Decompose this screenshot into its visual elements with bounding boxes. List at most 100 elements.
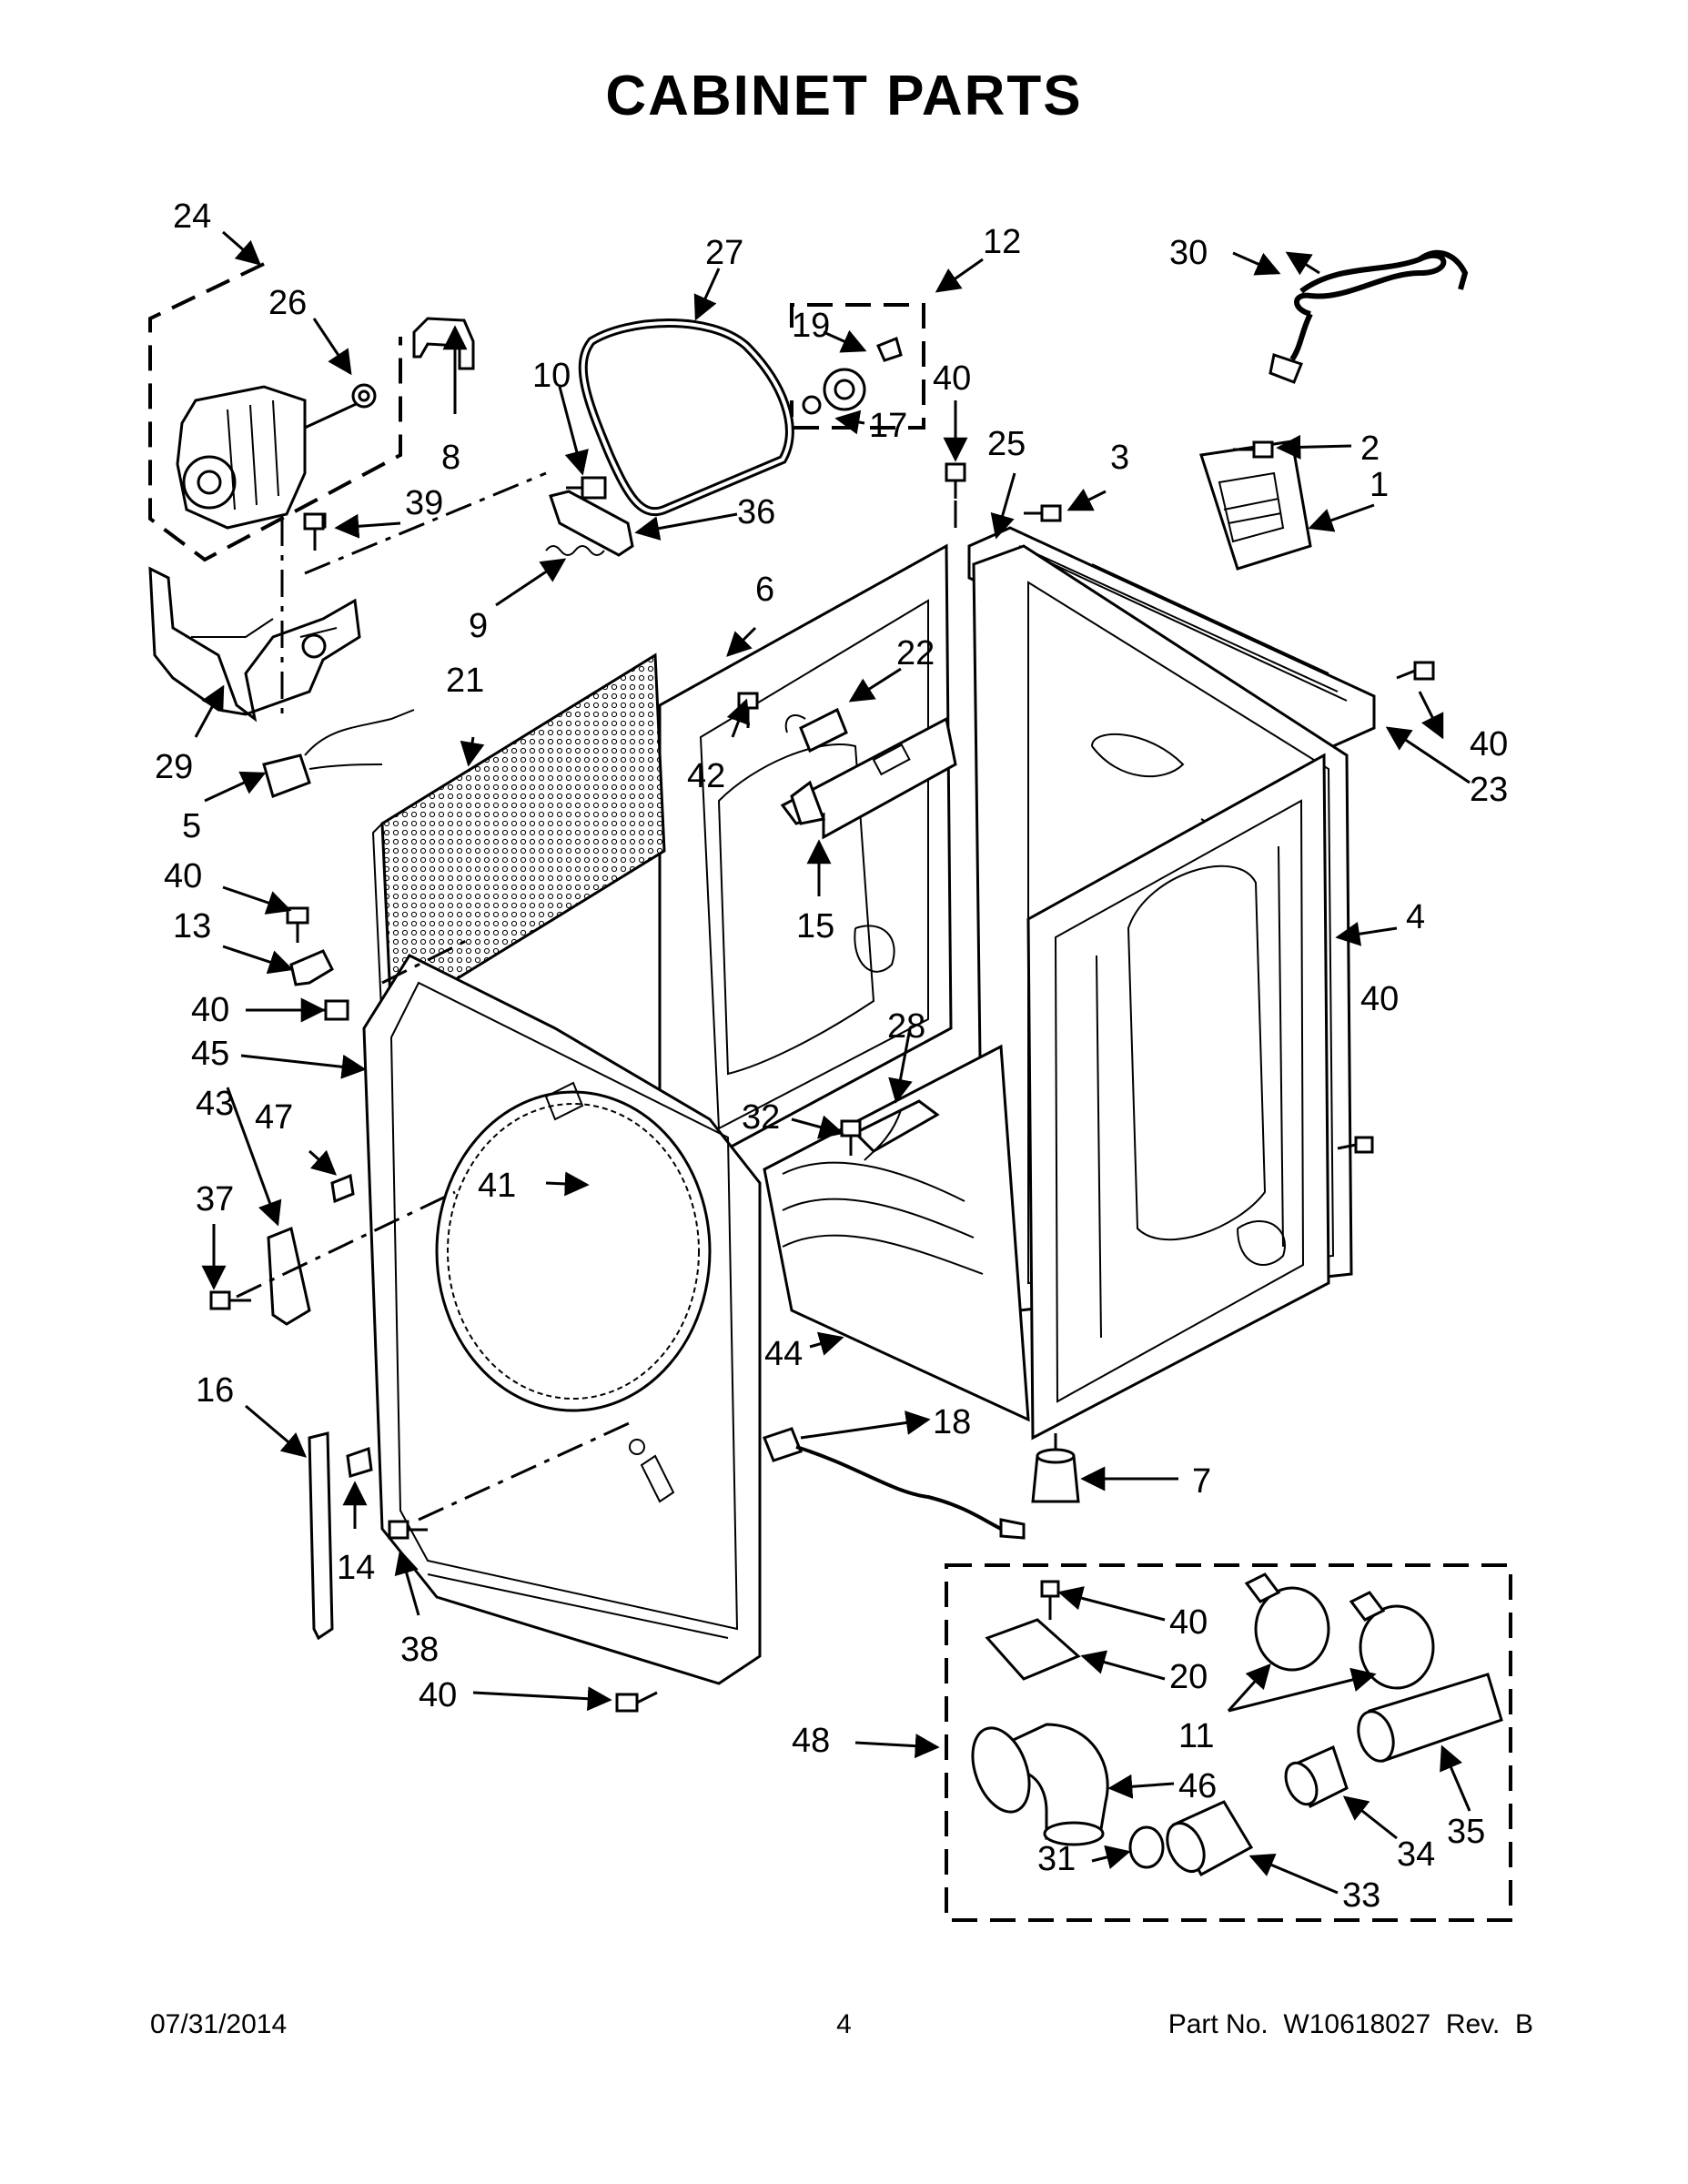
wire-harness-clip — [784, 707, 848, 753]
screw-40-top-rear — [945, 462, 966, 499]
axis-front-screw — [381, 935, 474, 985]
footer-page-number: 4 — [836, 2009, 852, 2039]
hinge-16 — [308, 1431, 334, 1641]
motor-clamp — [412, 317, 475, 370]
axis-motor-idler — [304, 471, 547, 575]
exhaust-tube-34 — [1284, 1744, 1349, 1809]
sensor-bracket — [853, 1099, 940, 1161]
terminal-block-screw — [1233, 440, 1274, 459]
callout-40-g: 40 — [1169, 1603, 1208, 1642]
screw-39 — [303, 512, 325, 531]
callout-40-b: 40 — [1470, 725, 1508, 763]
callout-19: 19 — [792, 307, 830, 345]
label-14 — [346, 1446, 373, 1478]
page-title: CABINET PARTS — [605, 65, 1083, 127]
callout-9: 9 — [469, 607, 488, 645]
callout-36: 36 — [737, 493, 775, 531]
drive-belt — [578, 318, 794, 517]
exhaust-elbow-46 — [971, 1723, 1109, 1846]
idler-pulley-kit-outline — [790, 303, 925, 430]
screw-37 — [209, 1290, 251, 1310]
callout-47: 47 — [255, 1098, 293, 1137]
callout-18: 18 — [933, 1403, 971, 1441]
callout-10: 10 — [532, 357, 571, 395]
callout-5: 5 — [182, 807, 201, 845]
leveling-foot — [1031, 1433, 1080, 1503]
exhaust-plug-11a — [1244, 1572, 1330, 1672]
callout-21: 21 — [446, 662, 484, 700]
clamp-screw — [286, 906, 309, 943]
callout-27: 27 — [705, 234, 743, 272]
callout-4: 4 — [1406, 898, 1425, 936]
screw-40-right — [1396, 661, 1435, 681]
callout-39: 39 — [405, 484, 443, 522]
clamp-ring-31 — [1128, 1825, 1165, 1869]
motor-harness — [262, 709, 415, 798]
callout-6: 6 — [755, 571, 774, 609]
callout-23: 23 — [1470, 771, 1508, 809]
callout-41: 41 — [478, 1167, 516, 1205]
callout-24: 24 — [173, 197, 211, 236]
gas-valve-bracket — [780, 716, 957, 840]
exhaust-plug-11b — [1349, 1591, 1435, 1690]
callout-40-d: 40 — [164, 857, 202, 895]
switch-47 — [330, 1173, 355, 1204]
exhaust-kit-outline — [945, 1563, 1512, 1922]
callout-43: 43 — [196, 1085, 234, 1123]
exhaust-cover-screw — [1040, 1580, 1060, 1620]
callout-12: 12 — [983, 223, 1021, 261]
clamp-13 — [289, 949, 334, 986]
callout-40-a: 40 — [933, 359, 971, 398]
idler-pulley — [802, 336, 903, 415]
cabinet-base — [763, 1044, 1030, 1422]
callout-45: 45 — [191, 1035, 229, 1073]
callout-8: 8 — [441, 439, 460, 477]
callout-30: 30 — [1169, 234, 1208, 272]
callout-38: 38 — [400, 1631, 439, 1669]
callout-46: 46 — [1178, 1767, 1217, 1805]
callout-16: 16 — [196, 1371, 234, 1410]
screw-3 — [1024, 504, 1062, 522]
callout-48: 48 — [792, 1722, 830, 1760]
callout-37: 37 — [196, 1180, 234, 1218]
callout-35: 35 — [1447, 1813, 1485, 1851]
callout-26: 26 — [268, 284, 307, 322]
callout-34: 34 — [1397, 1835, 1435, 1874]
callout-7: 7 — [1192, 1462, 1211, 1501]
callout-13: 13 — [173, 907, 211, 945]
motor-mount-bracket — [148, 566, 361, 723]
exhaust-cover-20 — [985, 1618, 1081, 1681]
harness-18 — [763, 1427, 1026, 1540]
terminal-block — [1199, 440, 1312, 571]
cover-43 — [267, 1226, 311, 1326]
callout-14: 14 — [337, 1549, 375, 1587]
pulley — [351, 383, 377, 409]
callout-2: 2 — [1360, 430, 1380, 468]
motor — [176, 385, 365, 530]
power-cord — [1269, 249, 1469, 384]
callout-42: 42 — [687, 757, 725, 795]
callout-22: 22 — [896, 634, 935, 672]
callout-3: 3 — [1110, 439, 1129, 477]
callout-40-c: 40 — [1360, 980, 1399, 1018]
screw-bottom — [615, 1691, 658, 1713]
exhaust-tube-33 — [1166, 1800, 1254, 1877]
callout-25: 25 — [987, 425, 1026, 463]
callout-1: 1 — [1370, 466, 1389, 504]
leader-lines — [194, 230, 1471, 1895]
idler-arm — [549, 476, 634, 557]
callout-28: 28 — [887, 1007, 925, 1046]
footer-date: 07/31/2014 — [150, 2009, 288, 2039]
front-panel — [362, 954, 762, 1685]
screw-40-side — [1337, 1136, 1374, 1154]
cabinet-right-side-panel — [1026, 753, 1330, 1441]
exhaust-tube-35 — [1357, 1673, 1503, 1763]
callout-11: 11 — [1178, 1717, 1214, 1755]
callout-31: 31 — [1037, 1840, 1076, 1878]
callout-40-f: 40 — [419, 1676, 457, 1714]
screw-38 — [388, 1520, 428, 1540]
idler-spring — [545, 545, 605, 556]
callout-44: 44 — [764, 1335, 803, 1373]
callout-29: 29 — [155, 748, 193, 786]
